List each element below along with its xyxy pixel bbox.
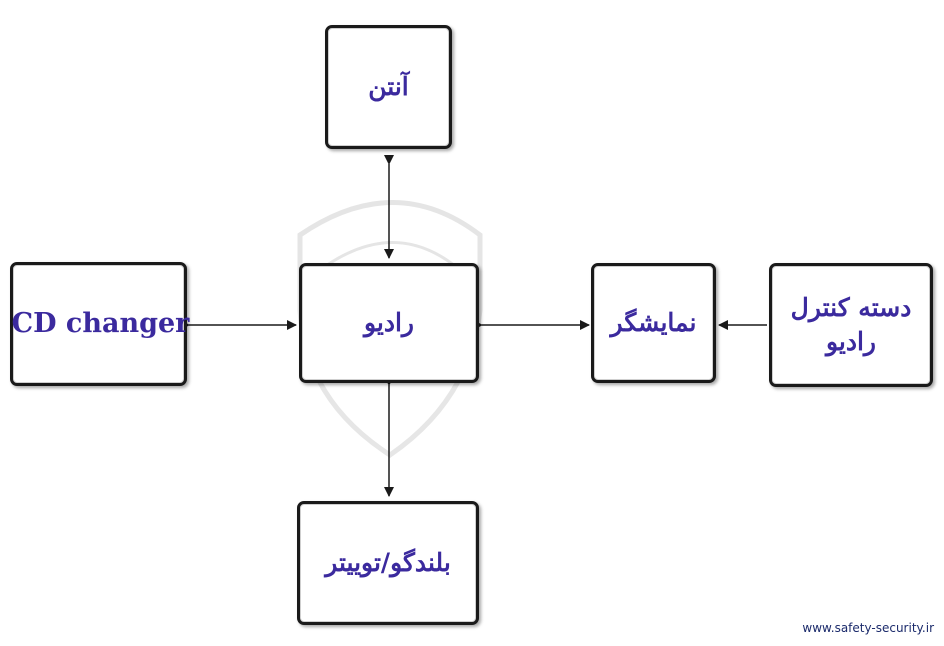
node-cd-changer-label: CD changer xyxy=(11,307,190,339)
watermark-url: www.safety-security.ir xyxy=(802,621,934,635)
node-display-label: نمایشگر xyxy=(610,308,697,338)
node-speaker-label: بلندگو/توییتر xyxy=(325,548,451,578)
node-antenna-label: آنتن xyxy=(368,72,409,102)
node-remote-label: دسته کنترل رادیو xyxy=(791,291,912,359)
node-speaker: بلندگو/توییتر xyxy=(297,501,479,625)
node-display: نمایشگر xyxy=(591,263,716,383)
node-cd-changer: CD changer xyxy=(10,262,190,386)
node-radio-label: رادیو xyxy=(363,308,415,338)
node-remote-label-line1: دسته کنترل xyxy=(790,293,912,323)
node-radio: رادیو xyxy=(299,263,479,383)
node-antenna: آنتن xyxy=(325,25,452,149)
node-remote-label-line2: رادیو xyxy=(825,327,877,356)
node-remote: دسته کنترل رادیو xyxy=(769,263,933,387)
